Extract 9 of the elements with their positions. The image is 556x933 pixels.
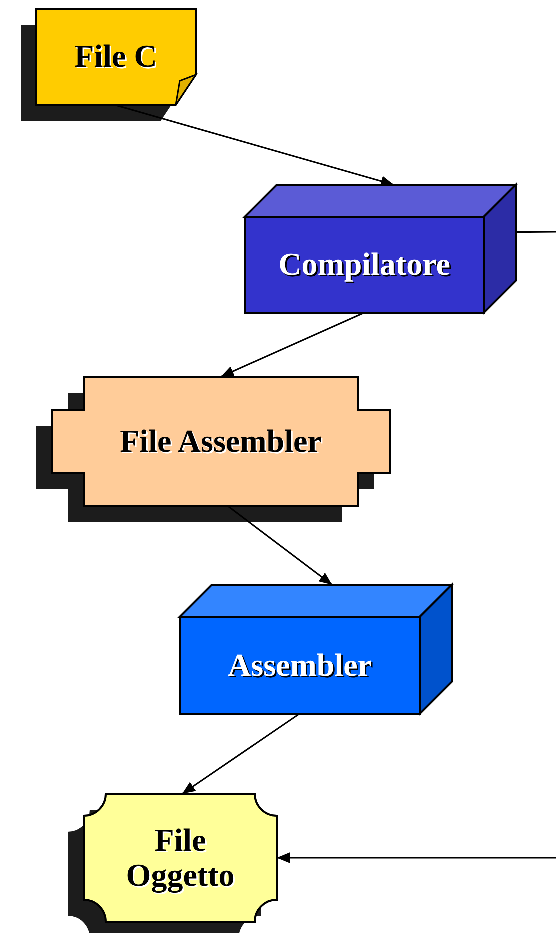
arrow (182, 713, 300, 795)
arrow (220, 312, 365, 378)
arrow (277, 852, 556, 864)
arrow (227, 505, 333, 586)
node-label: File Assembler (120, 424, 322, 460)
file-shape (84, 794, 277, 922)
file-shape (52, 377, 390, 506)
node-label: File Oggetto (125, 822, 236, 894)
arrow (114, 104, 394, 187)
